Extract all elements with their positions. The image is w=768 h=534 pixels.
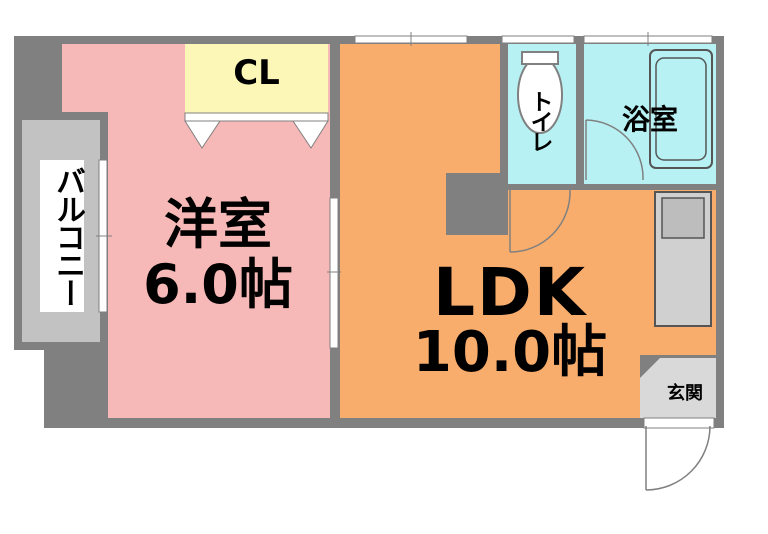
bathtub [649,49,713,169]
entrance-floor [640,358,716,418]
ldk-column [446,173,508,235]
closet-door-left [184,120,221,149]
bathtub-inner [655,57,707,161]
balcony-label: バルコニー [40,160,85,312]
closet-door-strip [184,112,329,122]
closet-door-right [292,120,329,149]
toilet-label: トイレ [526,90,552,150]
kitchen-sink [661,197,705,239]
ldk-size: 10.0帖 [412,320,608,385]
window-toilet-top [501,35,575,44]
closet-label: CL [233,53,280,93]
toilet-door-swing [509,189,571,253]
bathroom-label: 浴室 [621,103,678,136]
ldk-floor [340,44,716,418]
western-room-floor [62,44,330,418]
ldk-label: LDK [433,254,587,331]
closet-floor [185,44,328,116]
toilet-tank [521,51,559,65]
western-room-label: 洋室 [164,193,272,256]
entrance-door-swing [645,425,711,491]
entrance-label: 玄関 [667,383,703,404]
entrance-door-gap [643,417,715,429]
western-room-size: 6.0帖 [143,253,293,316]
bathroom-door-swing [585,119,644,181]
sliding-door-partition [329,197,339,349]
